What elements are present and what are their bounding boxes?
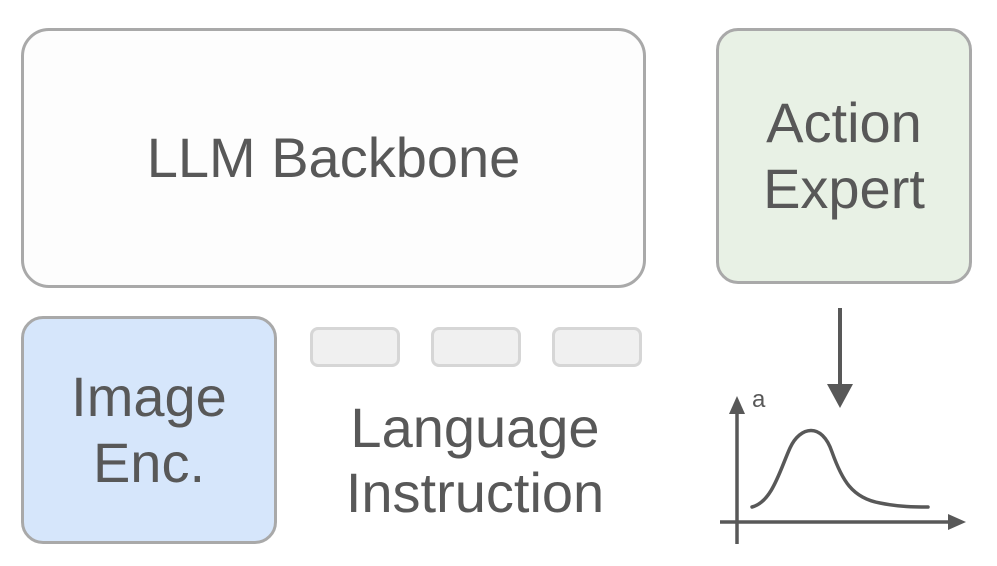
action-expert-box: Action Expert [716, 28, 972, 284]
language-instruction-line-1: Language [350, 396, 600, 459]
plot-x-axis-arrowhead [948, 514, 966, 530]
language-instruction-label: Language Instruction [300, 396, 650, 526]
plot-axis-label: a [752, 386, 766, 413]
llm-backbone-label: LLM Backbone [146, 126, 521, 190]
language-token-3 [552, 327, 642, 367]
language-instruction-line-2: Instruction [345, 460, 605, 524]
image-encoder-box: Image Enc. [21, 316, 277, 544]
image-encoder-label-line-1: Image [71, 364, 227, 428]
image-encoder-label-line-2: Enc. [92, 431, 206, 494]
plot-distribution-curve [750, 428, 930, 509]
action-expert-label-line-1: Action [766, 90, 922, 154]
language-token-1 [310, 327, 400, 367]
arrow-head [827, 384, 853, 408]
action-expert-label-line-2: Expert [763, 157, 925, 220]
plot-y-axis-arrowhead [729, 396, 745, 414]
language-token-2 [431, 327, 521, 367]
llm-backbone-box: LLM Backbone [21, 28, 646, 288]
